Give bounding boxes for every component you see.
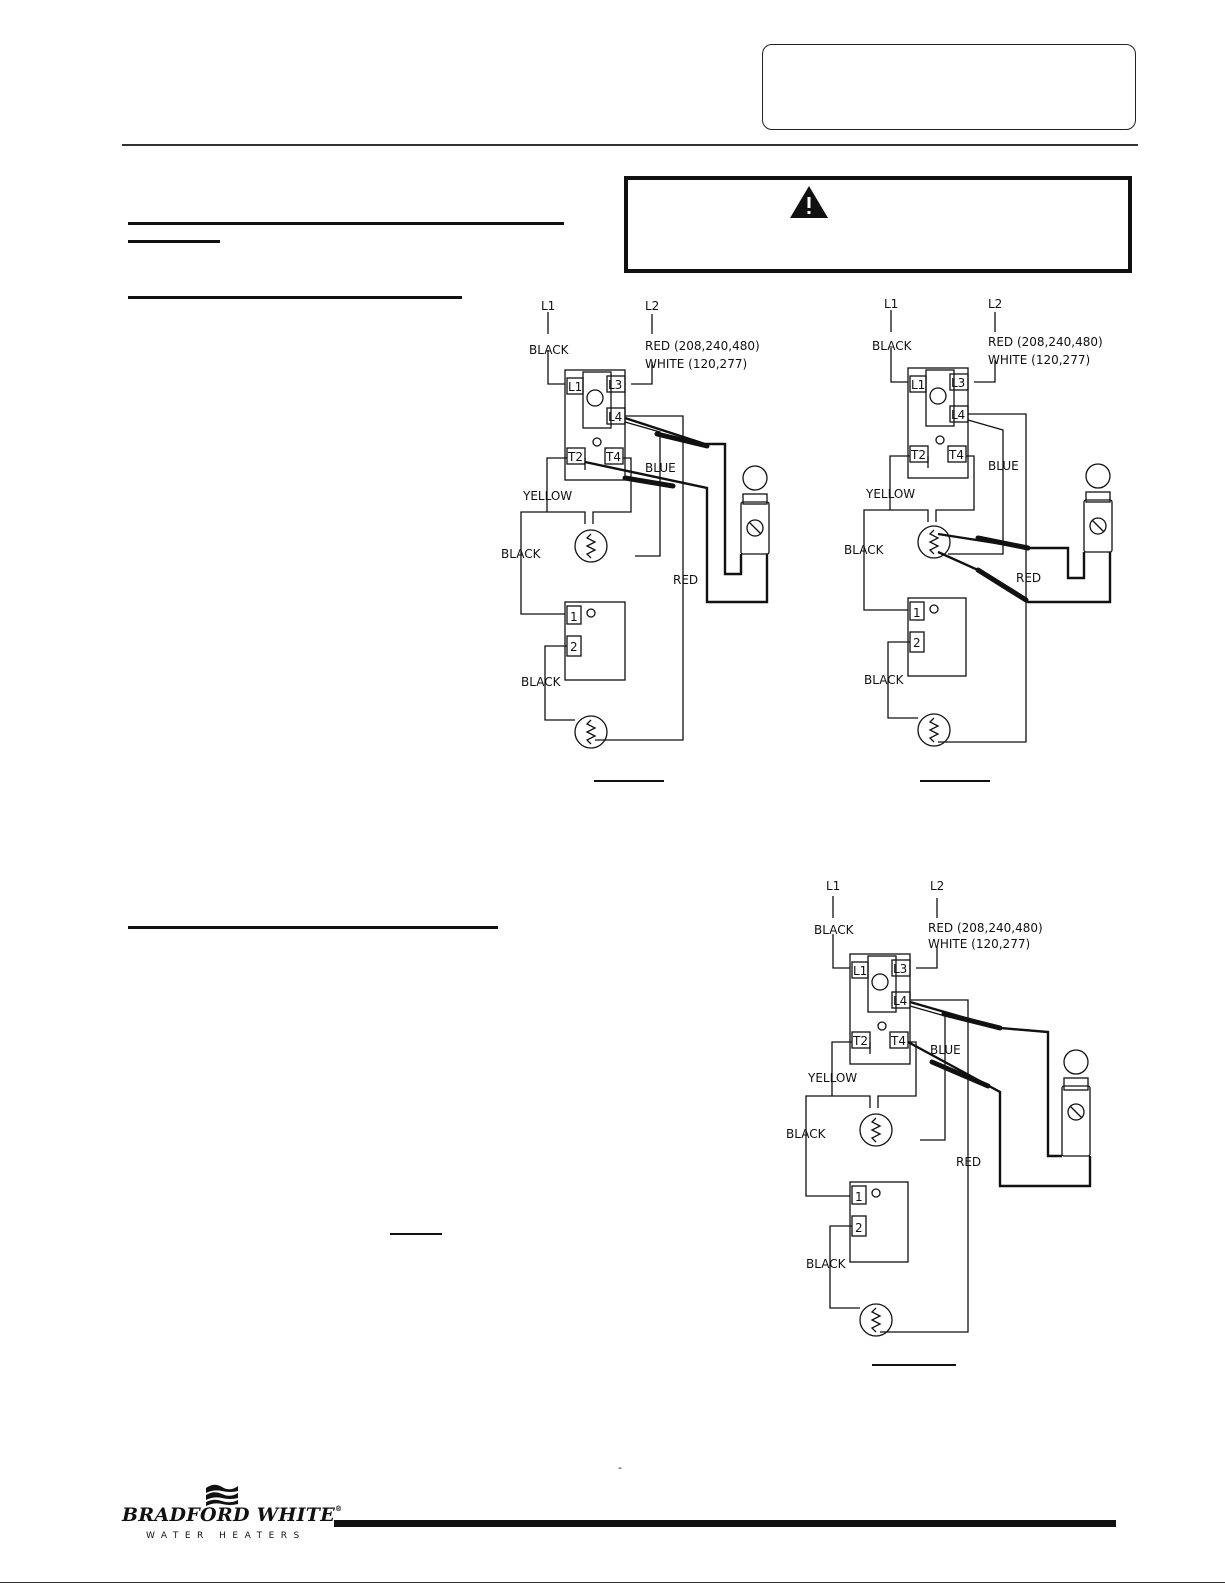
diagram-label-red: RED (956, 1155, 981, 1169)
diagram-label-term-1: 1 (913, 606, 921, 620)
diagram-label-black-mid: BLACK (501, 547, 542, 561)
diagram-label-black-low: BLACK (806, 1257, 847, 1271)
heading-underline (128, 222, 564, 225)
warning-triangle-icon (790, 186, 828, 218)
diagram-label-terminal-l4: L4 (951, 408, 965, 422)
diagram-label-terminal-l4: L4 (608, 410, 622, 424)
diagram-label-term-2: 2 (913, 636, 921, 650)
diagram-label-terminal-l4: L4 (893, 994, 907, 1008)
diagram-label-blue: BLUE (988, 459, 1019, 473)
diagram-label-white-supply: WHITE (120,277) (645, 357, 747, 371)
figure-caption-underline (594, 780, 664, 782)
diagram-label-black-supply: BLACK (529, 343, 570, 357)
section-title-box (762, 44, 1136, 130)
heading-underline-cont (128, 240, 220, 243)
diagram-label-white-supply: WHITE (120,277) (928, 937, 1030, 951)
figure-caption-underline (872, 1364, 956, 1366)
diagram-label-blue: BLUE (645, 461, 676, 475)
page-mark: - (618, 1461, 622, 1474)
diagram-label-black-mid: BLACK (844, 543, 885, 557)
diagram-label-l1: L1 (826, 879, 840, 893)
diagram-label-term-1: 1 (855, 1190, 863, 1204)
diagram-label-terminal-t2: T2 (910, 448, 926, 462)
diagram-label-l2: L2 (988, 297, 1002, 311)
diagram-label-term-2: 2 (855, 1221, 863, 1235)
diagram-label-terminal-t4: T4 (890, 1034, 906, 1048)
diagram-label-terminal-t4: T4 (948, 448, 964, 462)
diagram-label-terminal-t2: T2 (567, 450, 583, 464)
diagram-label-yellow: YELLOW (522, 489, 572, 503)
diagram-label-term-1: 1 (570, 610, 578, 624)
diagram-label-red: RED (673, 573, 698, 587)
diagram-label-l1: L1 (541, 299, 555, 313)
diagram-label-terminal-l3: L3 (951, 376, 965, 390)
footer-bar (334, 1520, 1116, 1527)
subheading-underline (128, 296, 462, 299)
brand-name: BRADFORD WHITE® (122, 1504, 343, 1526)
diagram-label-terminal-l3: L3 (893, 962, 907, 976)
brand-logo: BRADFORD WHITE® WATER HEATERS (120, 1482, 342, 1547)
inline-underline (390, 1233, 442, 1235)
diagram-label-l2: L2 (930, 879, 944, 893)
wiring-diagram-top-left: L1 L2 BLACK RED (208,240,480) WHITE (120… (501, 299, 770, 749)
diagram-label-red: RED (1016, 571, 1041, 585)
diagram-label-terminal-l1: L1 (853, 964, 867, 978)
diagram-label-yellow: YELLOW (865, 487, 915, 501)
diagram-label-terminal-l1: L1 (568, 380, 582, 394)
brand-tagline: WATER HEATERS (146, 1531, 306, 1541)
diagram-label-terminal-l1: L1 (911, 378, 925, 392)
diagram-label-terminal-l3: L3 (608, 378, 622, 392)
diagram-label-black-mid: BLACK (786, 1127, 827, 1141)
bottom-rule (0, 1582, 1225, 1583)
header-rule (122, 144, 1138, 146)
diagram-label-black-low: BLACK (864, 673, 905, 687)
diagram-label-black-low: BLACK (521, 675, 562, 689)
diagram-label-l2: L2 (645, 299, 659, 313)
diagram-label-l1: L1 (884, 297, 898, 311)
wiring-diagram-top-right: L1 L2 BLACK RED (208,240,480) WHITE (120… (844, 297, 1113, 747)
diagram-label-yellow: YELLOW (807, 1071, 857, 1085)
diagram-label-black-supply: BLACK (872, 339, 913, 353)
diagram-label-black-supply: BLACK (814, 923, 855, 937)
diagram-label-blue: BLUE (930, 1043, 961, 1057)
diagram-label-term-2: 2 (570, 640, 578, 654)
figure-caption-underline (920, 780, 990, 782)
wiring-diagram-bottom: L1 L2 BLACK RED (208,240,480) WHITE (120… (786, 879, 1092, 1337)
diagram-label-red-supply: RED (208,240,480) (928, 921, 1043, 935)
brand-flag-icon (206, 1484, 238, 1506)
diagram-label-white-supply: WHITE (120,277) (988, 353, 1090, 367)
diagram-label-terminal-t2: T2 (852, 1034, 868, 1048)
diagram-label-red-supply: RED (208,240,480) (988, 335, 1103, 349)
warning-box (624, 176, 1132, 273)
diagram-label-red-supply: RED (208,240,480) (645, 339, 760, 353)
diagram-label-terminal-t4: T4 (605, 450, 621, 464)
subheading-underline-2 (128, 926, 498, 929)
